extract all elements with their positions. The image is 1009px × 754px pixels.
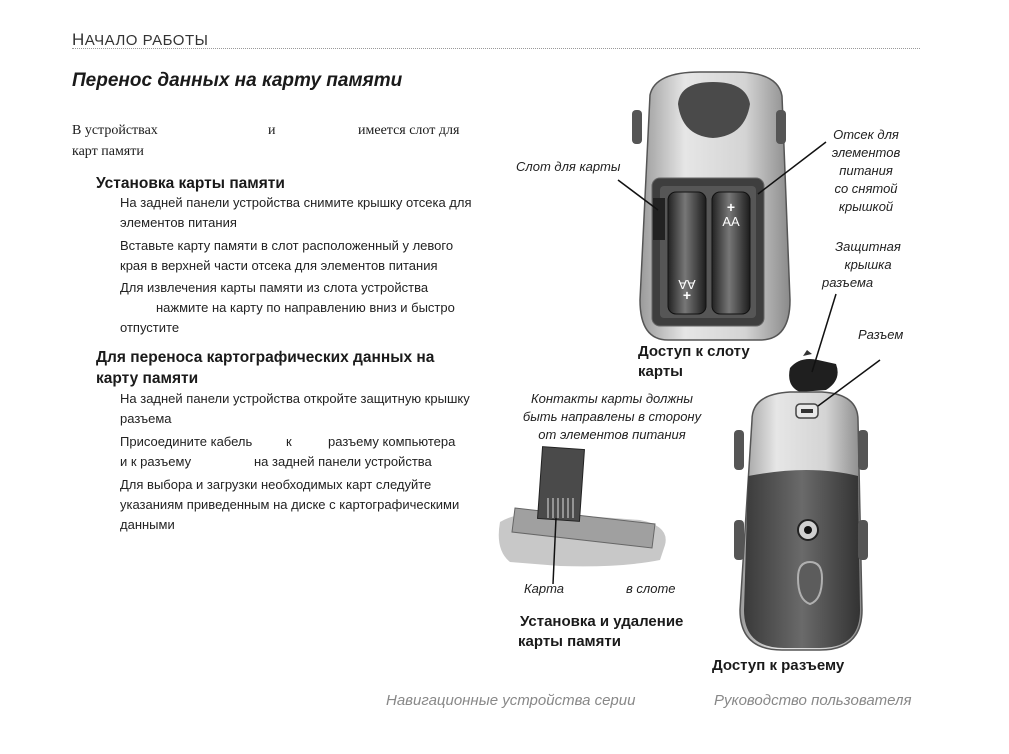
- memory-card-illustration: [498, 446, 666, 567]
- callout-contacts-line-2: быть направлены в сторону: [522, 409, 702, 424]
- install-step-2: Вставьте карту памяти в слот расположенн…: [120, 236, 453, 276]
- transfer-step-2-a: Присоедините кабель: [120, 434, 253, 449]
- transfer-step-3-line-1: Для выбора и загрузки необходимых карт с…: [120, 477, 432, 492]
- caption-connector-access: Доступ к разъему: [712, 657, 845, 674]
- intro-paragraph: В устройствах и имеется слот для карт па…: [72, 120, 472, 162]
- transfer-step-2-d: и к разъему: [120, 454, 192, 469]
- transfer-step-2-b: к: [286, 434, 292, 449]
- transfer-heading: Для переноса картографических данных на …: [96, 347, 434, 389]
- intro-part-1: В устройствах: [72, 123, 158, 138]
- install-step-2-line-2: края в верхней части отсека для элементо…: [120, 258, 438, 273]
- caption-slot-access-line-2: карты: [638, 363, 683, 380]
- callout-battery-compartment: Отсек для элементов питания со снятой кр…: [818, 126, 914, 216]
- callout-battery-line-1: Отсек для: [833, 127, 899, 142]
- caption-install-remove-line-2: карты памяти: [518, 633, 621, 650]
- caption-install-remove-line-1: Установка и удаление: [520, 613, 684, 630]
- transfer-step-3-line-2: указаниям приведенным на диске с картогр…: [120, 497, 460, 512]
- transfer-heading-line-2: карту памяти: [96, 370, 199, 387]
- section-header: НАЧАЛО РАБОТЫ: [72, 30, 208, 50]
- device-back-open: AA + AA +: [632, 71, 791, 341]
- callout-cover-line-1: Защитная: [835, 239, 901, 254]
- callout-connector: Разъем: [858, 327, 904, 342]
- callout-battery-line-5: крышкой: [838, 199, 894, 214]
- install-step-2-line-1: Вставьте карту памяти в слот расположенн…: [120, 238, 454, 253]
- callout-battery-line-2: элементов: [831, 145, 901, 160]
- caption-slot-access: Доступ к слоту карты: [638, 342, 750, 382]
- footer-right: Руководство пользователя: [714, 692, 912, 709]
- section-header-rest: АЧАЛО РАБОТЫ: [84, 32, 209, 49]
- transfer-step-2-c: разъему компьютера: [328, 434, 456, 449]
- install-step-3-line-3: отпустите: [120, 320, 180, 335]
- intro-part-2: и: [268, 123, 276, 138]
- footer-left: Навигационные устройства серии: [386, 692, 636, 709]
- battery-label-left: AA: [678, 277, 696, 292]
- intro-line-2: карт памяти: [72, 144, 144, 159]
- device-back-connector: [734, 350, 868, 651]
- callout-cover-line-2: крышка: [844, 257, 892, 272]
- install-step-3: Для извлечения карты памяти из слота уст…: [120, 278, 455, 338]
- battery-plus-left: +: [683, 287, 691, 303]
- caption-slot-access-line-1: Доступ к слоту: [638, 343, 750, 360]
- battery-plus-right: +: [727, 199, 735, 215]
- callout-contacts-note: Контакты карты должны быть направлены в …: [512, 390, 712, 444]
- page-title: Перенос данных на карту памяти: [72, 70, 403, 91]
- callout-battery-line-3: питания: [839, 163, 893, 178]
- transfer-step-1-line-2: разъема: [120, 411, 172, 426]
- transfer-step-1-line-1: На задней панели устройства откройте защ…: [120, 391, 470, 406]
- transfer-heading-line-1: Для переноса картографических данных на: [96, 349, 435, 366]
- transfer-step-2-e: на задней панели устройства: [254, 454, 432, 469]
- intro-part-3: имеется слот для: [358, 123, 460, 138]
- transfer-step-2: Присоедините кабель к разъему компьютера…: [120, 432, 480, 472]
- callout-contacts-line-1: Контакты карты должны: [531, 391, 693, 406]
- section-header-initial: Н: [72, 30, 85, 49]
- callout-battery-line-4: со снятой: [834, 181, 898, 196]
- callout-card: Карта: [524, 581, 565, 596]
- install-step-1-line-2: элементов питания: [120, 215, 237, 230]
- install-step-3-line-1: Для извлечения карты памяти из слота уст…: [120, 280, 429, 295]
- battery-label-right: AA: [722, 214, 740, 229]
- install-step-3-line-2: нажмите на карту по направлению вниз и б…: [156, 300, 455, 315]
- callout-connector-cover: Защитная крышка разъема: [818, 238, 918, 292]
- callout-card-slot: Слот для карты: [516, 159, 621, 174]
- callout-cover-line-3: разъема: [822, 275, 874, 290]
- transfer-step-3-line-3: данными: [120, 517, 175, 532]
- transfer-step-3: Для выбора и загрузки необходимых карт с…: [120, 475, 459, 535]
- caption-install-remove: Установка и удаление карты памяти: [518, 612, 683, 652]
- install-heading: Установка карты памяти: [96, 175, 285, 192]
- transfer-step-1: На задней панели устройства откройте защ…: [120, 389, 470, 429]
- callout-in-slot: в слоте: [626, 581, 676, 596]
- callout-contacts-line-3: от элементов питания: [538, 427, 686, 442]
- install-step-1: На задней панели устройства снимите крыш…: [120, 193, 472, 233]
- install-step-1-line-1: На задней панели устройства снимите крыш…: [120, 195, 472, 210]
- callout-leaders: [552, 141, 881, 585]
- header-divider: [72, 48, 920, 49]
